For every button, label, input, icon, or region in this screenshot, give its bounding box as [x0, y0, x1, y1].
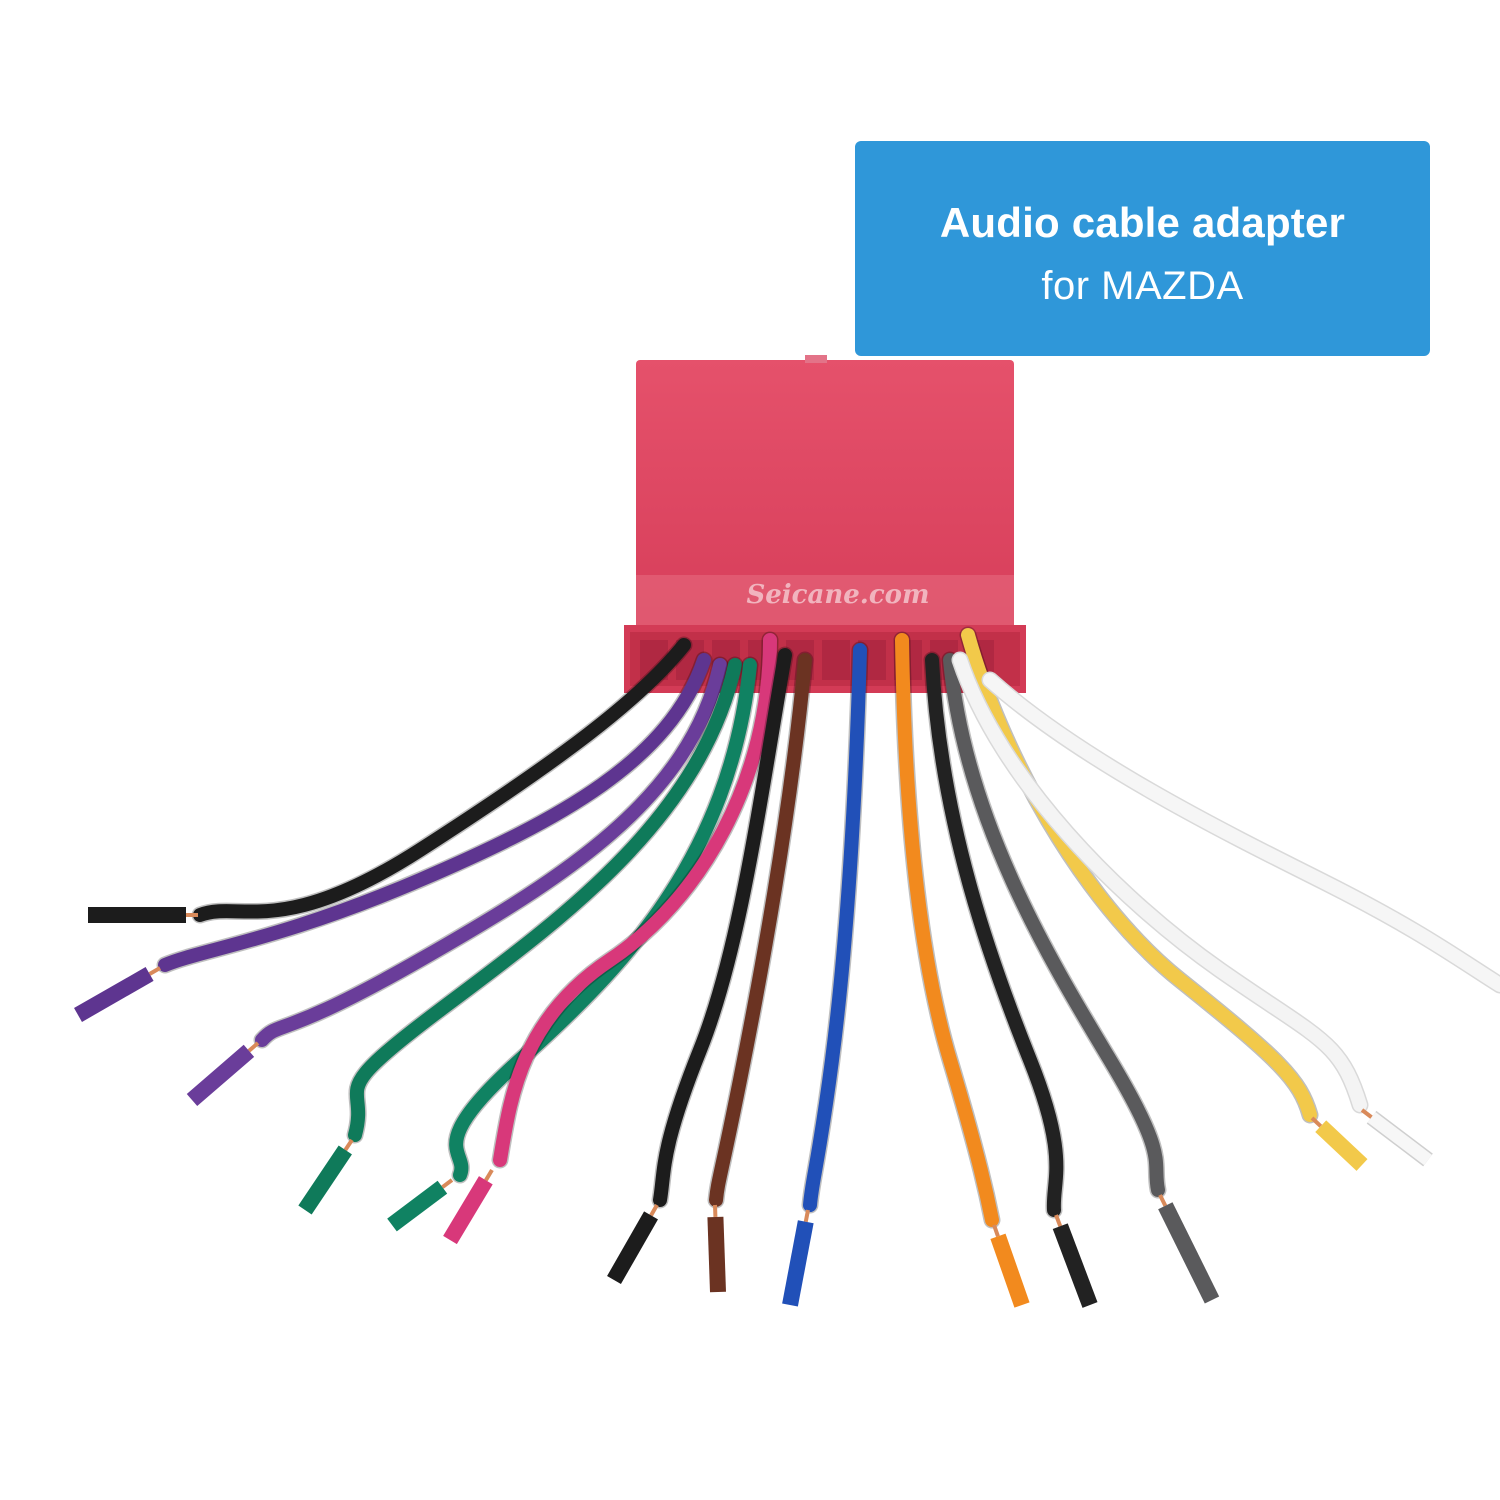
wire-end-stub [782, 1220, 814, 1307]
wire-end-stub [607, 1211, 658, 1284]
wire-yellow [961, 628, 1317, 1122]
copper-strand [1310, 1116, 1323, 1128]
wire-gray [943, 653, 1165, 1197]
copper-strand [247, 1041, 260, 1053]
wire-end-stub [74, 967, 154, 1022]
copper-strand [484, 1168, 494, 1182]
copper-strand [1360, 1108, 1373, 1119]
product-label: Audio cable adapter for MAZDA [855, 141, 1430, 356]
watermark-text: Seicane.com [746, 580, 929, 610]
wire-end-stub [387, 1180, 448, 1232]
wire-end-stub [1158, 1202, 1220, 1304]
wire-end-stub [990, 1233, 1030, 1308]
wire-pink [493, 633, 777, 1167]
wire-black [193, 638, 691, 922]
copper-strand [441, 1178, 454, 1189]
copper-strand [343, 1138, 354, 1152]
copper-strand [803, 1209, 810, 1223]
wire-black [653, 648, 792, 1207]
wire-brown [709, 653, 812, 1207]
copper-strand [148, 966, 161, 976]
wire-purple [158, 653, 711, 972]
wire-green [348, 658, 742, 1142]
label-subtitle: for MAZDA [1041, 264, 1244, 308]
wire-end-stub [298, 1145, 352, 1215]
wire-end-stub [186, 1044, 255, 1107]
wire-white [953, 653, 1367, 1112]
wire-blue [803, 643, 867, 1212]
wire-orange [895, 633, 999, 1227]
wire-end-stub [707, 1216, 726, 1293]
wire-end-stub [1052, 1223, 1098, 1308]
wire-end-stub [443, 1176, 493, 1245]
copper-strand [992, 1224, 1000, 1237]
wire-white [983, 673, 1500, 992]
label-title: Audio cable adapter [939, 199, 1346, 246]
wire-purple [255, 658, 727, 1047]
wire-outline [491, 631, 779, 1169]
copper-strand [1158, 1194, 1168, 1207]
wires-group [74, 626, 1500, 1308]
copper-strand [1054, 1214, 1063, 1227]
wire-green [449, 658, 757, 1182]
wire-end-stub [1367, 1112, 1432, 1166]
copper-strand [649, 1204, 659, 1217]
wire-end-stub [1315, 1120, 1368, 1171]
wire-black [925, 653, 1064, 1217]
